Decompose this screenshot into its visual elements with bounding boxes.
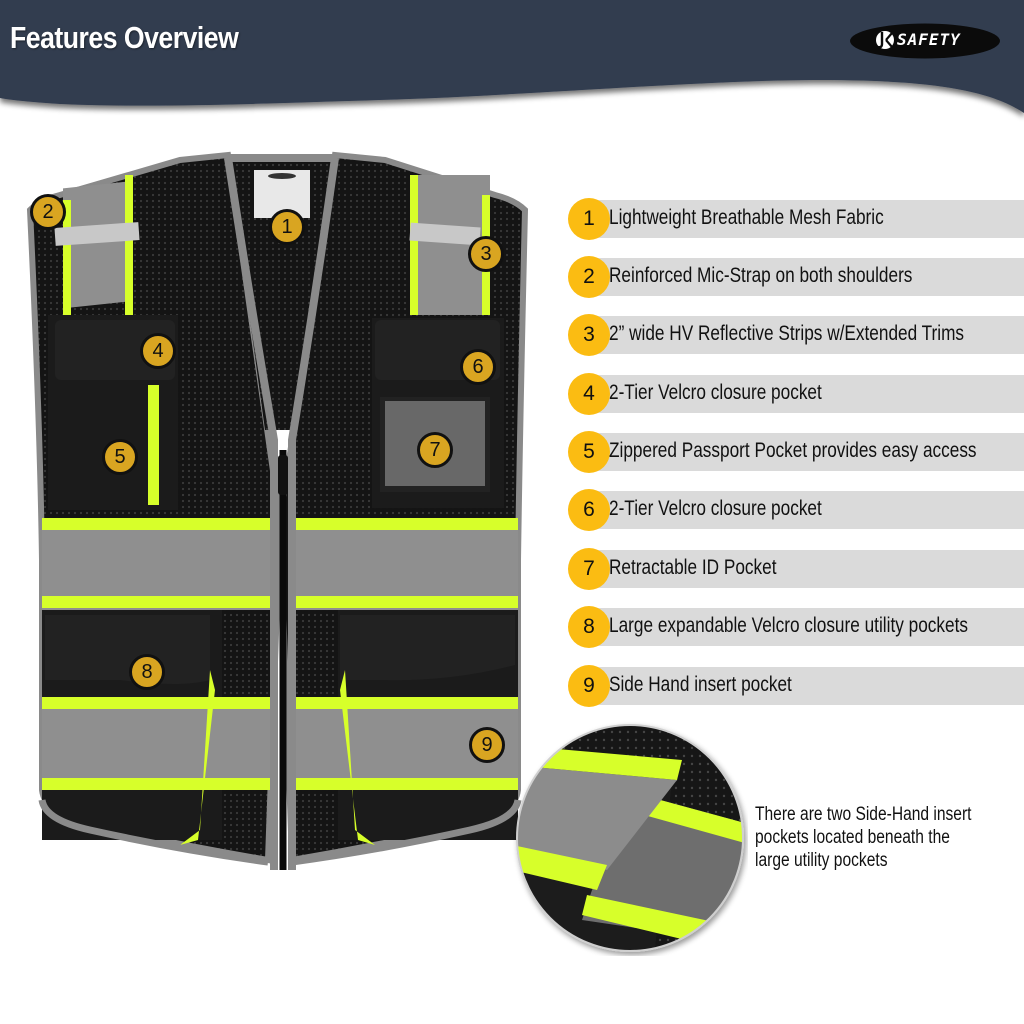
- vest-marker-7: 7: [417, 432, 453, 468]
- side-pocket-closeup: [516, 724, 744, 952]
- jk-logo-icon: [850, 23, 1000, 59]
- feature-number-badge: 9: [568, 665, 610, 707]
- page-title: Features Overview: [10, 20, 239, 55]
- feature-item: 8 Large expandable Velcro closure utilit…: [568, 606, 1024, 648]
- feature-number-badge: 2: [568, 256, 610, 298]
- feature-item: 9 Side Hand insert pocket: [568, 665, 1024, 707]
- vest-marker-3: 3: [468, 236, 504, 272]
- feature-item: 3 2” wide HV Reflective Strips w/Extende…: [568, 314, 1024, 356]
- feature-number-badge: 3: [568, 314, 610, 356]
- feature-label: 2-Tier Velcro closure pocket: [609, 497, 822, 520]
- feature-label: Large expandable Velcro closure utility …: [609, 614, 968, 637]
- vest-marker-4: 4: [140, 333, 176, 369]
- feature-label: 2-Tier Velcro closure pocket: [609, 381, 822, 404]
- safety-vest-illustration: [26, 151, 529, 870]
- header-wave-background: [0, 0, 1024, 113]
- caption-line: pockets located beneath the: [755, 827, 950, 848]
- feature-number-badge: 7: [568, 548, 610, 590]
- feature-label: 2” wide HV Reflective Strips w/Extended …: [609, 322, 965, 345]
- vest-image: [0, 140, 560, 960]
- feature-label: Lightweight Breathable Mesh Fabric: [609, 206, 884, 229]
- feature-number-badge: 1: [568, 198, 610, 240]
- feature-number-badge: 8: [568, 606, 610, 648]
- feature-number-badge: 4: [568, 373, 610, 415]
- feature-item: 1 Lightweight Breathable Mesh Fabric: [568, 198, 1024, 240]
- brand-logo-text: SAFETY: [897, 30, 961, 49]
- feature-number-badge: 6: [568, 489, 610, 531]
- feature-item: 5 Zippered Passport Pocket provides easy…: [568, 431, 1024, 473]
- feature-label: Reinforced Mic-Strap on both shoulders: [609, 264, 913, 287]
- feature-label: Side Hand insert pocket: [609, 673, 792, 696]
- caption-line: There are two Side-Hand insert: [755, 804, 972, 825]
- vest-marker-5: 5: [102, 439, 138, 475]
- feature-item: 6 2-Tier Velcro closure pocket: [568, 489, 1024, 531]
- vest-marker-6: 6: [460, 349, 496, 385]
- feature-item: 2 Reinforced Mic-Strap on both shoulders: [568, 256, 1024, 298]
- side-pocket-caption: There are two Side-Hand insert pockets l…: [755, 803, 976, 872]
- feature-number-badge: 5: [568, 431, 610, 473]
- feature-item: 4 2-Tier Velcro closure pocket: [568, 373, 1024, 415]
- vest-marker-9: 9: [469, 727, 505, 763]
- vest-marker-2: 2: [30, 194, 66, 230]
- header-banner: Features Overview SAFETY: [0, 0, 1024, 140]
- feature-label: Zippered Passport Pocket provides easy a…: [609, 439, 977, 462]
- brand-logo: SAFETY: [849, 22, 1001, 60]
- vest-marker-8: 8: [129, 654, 165, 690]
- side-pocket-detail-image: [512, 720, 748, 956]
- vest-marker-1: 1: [269, 209, 305, 245]
- feature-item: 7 Retractable ID Pocket: [568, 548, 1024, 590]
- caption-line: large utility pockets: [755, 850, 888, 871]
- feature-label: Retractable ID Pocket: [609, 556, 777, 579]
